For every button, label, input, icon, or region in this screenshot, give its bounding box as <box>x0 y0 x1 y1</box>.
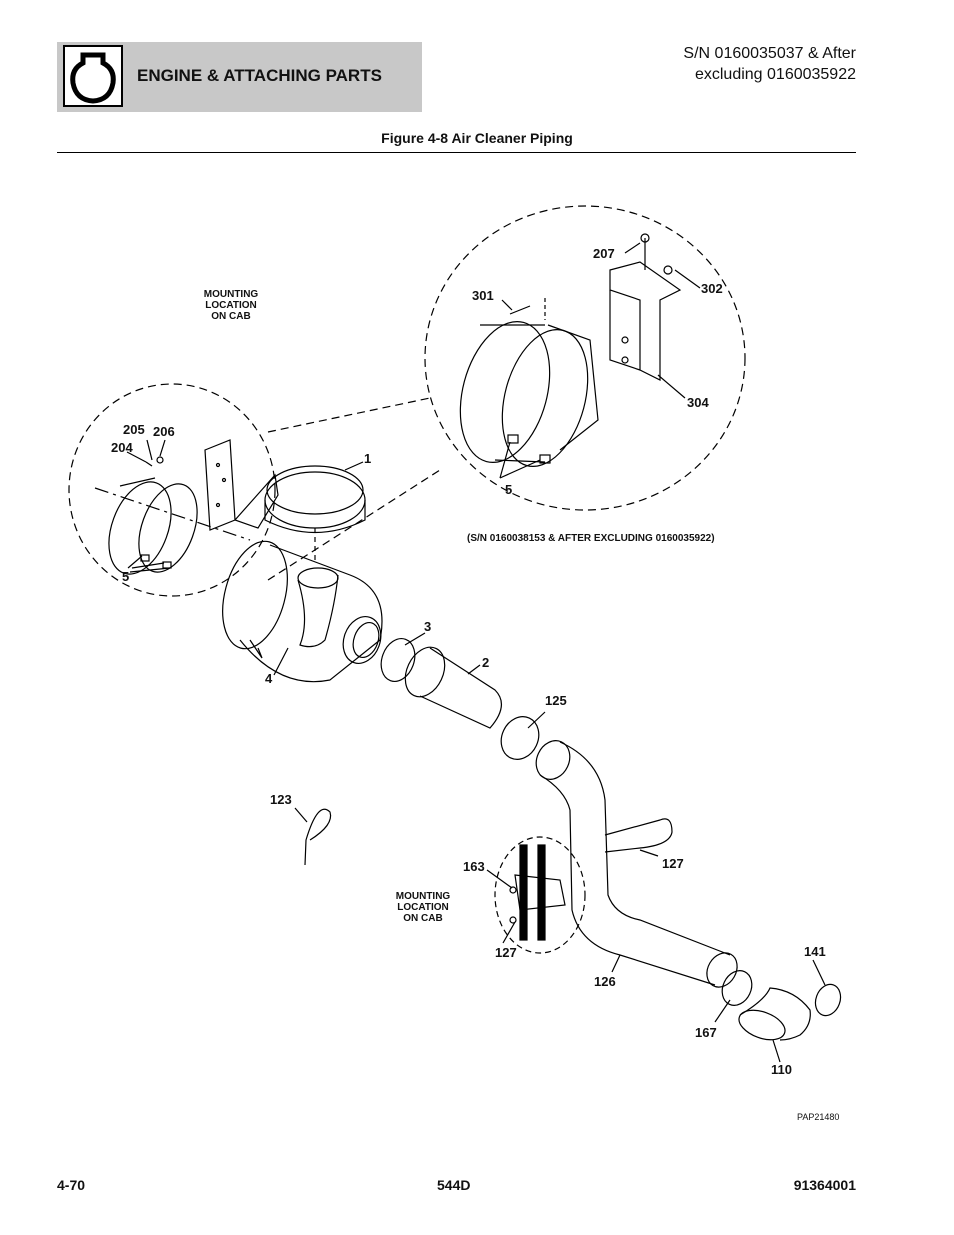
callout-127-lower: 127 <box>495 945 517 960</box>
callout-167: 167 <box>695 1025 717 1040</box>
callout-141: 141 <box>804 944 826 959</box>
callout-110: 110 <box>771 1062 792 1077</box>
right-bolts <box>509 233 673 320</box>
callout-2: 2 <box>482 655 489 670</box>
callout-127-upper: 127 <box>662 856 684 871</box>
footer-page-number: 4-70 <box>57 1177 86 1193</box>
axis-line-left <box>94 487 251 541</box>
mount-note-top-line1: MOUNTING <box>204 289 259 300</box>
detail-circle-left <box>68 383 276 597</box>
elbow-110 <box>738 987 811 1041</box>
footer-part-number: 91364001 <box>793 1177 856 1193</box>
callout-5-right: 5 <box>505 482 512 497</box>
air-cleaner-cap <box>264 465 366 560</box>
serial-range: S/N 0160035037 & After excluding 0160035… <box>683 43 856 85</box>
callout-123: 123 <box>270 792 292 807</box>
u-bolt-127 <box>604 818 673 853</box>
callout-5-left: 5 <box>122 569 129 584</box>
callout-126: 126 <box>594 974 616 989</box>
callout-205: 205 <box>123 422 145 437</box>
callout-125: 125 <box>545 693 567 708</box>
hose-clamp-125 <box>500 716 540 760</box>
callout-204: 204 <box>111 440 133 455</box>
left-band-clamp <box>108 477 198 575</box>
callout-163: 163 <box>463 859 485 874</box>
callout-302: 302 <box>701 281 723 296</box>
left-bolts <box>145 456 164 467</box>
air-cleaner-body <box>222 540 383 683</box>
hose-clamp-141 <box>814 983 842 1017</box>
header-rule <box>57 152 856 153</box>
leader-dashed-2 <box>267 469 441 581</box>
tube-126 <box>535 740 738 988</box>
engine-section-icon <box>63 45 123 107</box>
mount-note-top-line2: LOCATION <box>205 300 256 311</box>
callout-4: 4 <box>265 671 273 686</box>
leader-lines <box>126 242 826 1063</box>
callout-3: 3 <box>424 619 431 634</box>
serial-line-2: excluding 0160035922 <box>694 66 856 83</box>
drawing-code: PAP21480 <box>797 1112 839 1122</box>
mount-note-bottom-line1: MOUNTING <box>396 891 451 902</box>
cable-tie-123 <box>304 808 332 866</box>
hose-2 <box>404 646 502 729</box>
bottom-mount-bracket <box>509 844 566 941</box>
mount-note-top-line3: ON CAB <box>211 311 250 322</box>
mount-note-bottom-line3: ON CAB <box>403 913 442 924</box>
serial-line-1: S/N 0160035037 & After <box>683 45 856 62</box>
footer-model: 544D <box>437 1177 471 1193</box>
right-mount-bracket <box>609 261 682 381</box>
callout-1: 1 <box>364 451 371 466</box>
serial-note: (S/N 0160038153 & AFTER EXCLUDING 016003… <box>467 533 715 544</box>
callout-301: 301 <box>472 288 494 303</box>
mount-note-bottom-line2: LOCATION <box>397 902 448 913</box>
callout-304: 304 <box>687 395 709 410</box>
section-title: ENGINE & ATTACHING PARTS <box>137 66 382 85</box>
left-mount-bracket <box>204 439 279 531</box>
figure-title: Figure 4-8 Air Cleaner Piping <box>381 130 573 146</box>
hose-clamp-3 <box>380 638 416 682</box>
detail-circle-bottom <box>494 836 586 954</box>
right-band-clamp <box>459 321 599 468</box>
callout-207: 207 <box>593 246 615 261</box>
hose-clamp-167 <box>721 970 753 1006</box>
detail-circle-right <box>424 205 746 511</box>
callout-206: 206 <box>153 424 175 439</box>
leader-dashed-1 <box>267 397 431 433</box>
